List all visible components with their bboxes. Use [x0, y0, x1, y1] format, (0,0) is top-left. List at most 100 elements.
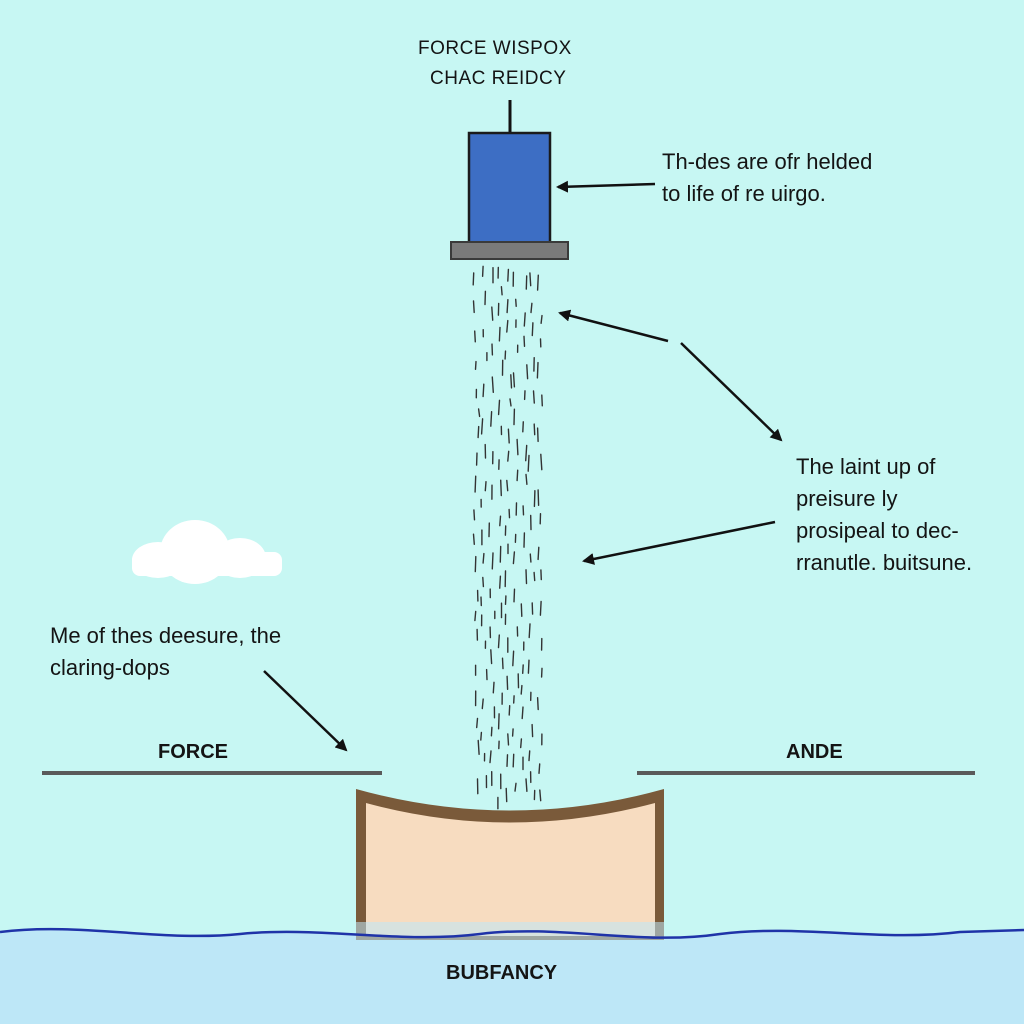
droplet — [491, 552, 494, 570]
arrow-to-middle-note — [680, 342, 783, 442]
annotation-left: Me of thes deesure, the claring-dops — [50, 620, 281, 684]
droplet — [515, 298, 517, 307]
droplet — [512, 551, 516, 565]
droplet — [536, 361, 539, 379]
droplet — [507, 268, 510, 282]
annotation-middle-right: The laint up of preisure ly prosipeal to… — [796, 451, 972, 579]
droplet — [474, 610, 477, 622]
droplet — [526, 364, 529, 380]
droplet — [541, 394, 543, 407]
droplet — [509, 398, 512, 407]
droplet — [512, 753, 515, 768]
droplet — [531, 723, 534, 738]
droplet — [491, 306, 494, 321]
droplet — [506, 754, 509, 767]
nozzle-plate — [450, 241, 569, 260]
falling-droplets — [472, 265, 543, 810]
droplet — [474, 360, 477, 370]
droplet — [510, 374, 513, 389]
droplet — [527, 454, 530, 472]
droplet — [523, 312, 526, 327]
droplet — [511, 728, 514, 737]
droplet — [507, 428, 510, 444]
droplet — [529, 553, 532, 563]
droplet — [527, 659, 530, 674]
droplet — [474, 475, 477, 493]
annotation-middle-right-line: rranutle. buitsune. — [796, 550, 973, 575]
annotation-top-right: Th-des are ofr helded to life of re uirg… — [662, 146, 872, 210]
droplet — [531, 322, 534, 337]
droplet — [480, 418, 484, 435]
bottom-label: BUBFANCY — [446, 962, 558, 984]
droplet — [497, 399, 501, 416]
droplet — [539, 600, 542, 616]
annotation-left-line: claring-dops — [50, 655, 170, 680]
left-ledge-label: FORCE — [158, 741, 228, 763]
arrow-to-spray-middle — [582, 520, 776, 565]
droplet — [480, 731, 483, 741]
droplet — [476, 717, 479, 729]
droplet — [501, 657, 504, 670]
droplet — [472, 272, 475, 286]
droplet — [513, 588, 516, 603]
droplet — [497, 713, 500, 730]
droplet — [520, 738, 523, 749]
droplet — [505, 787, 508, 803]
droplet — [525, 444, 528, 462]
droplet — [537, 489, 540, 506]
droplet — [520, 684, 523, 695]
droplet — [481, 265, 484, 277]
droplet — [499, 575, 502, 589]
annotation-top-right-line: Th-des are ofr helded — [662, 149, 873, 174]
droplet — [533, 490, 536, 508]
droplet — [477, 408, 481, 418]
droplet — [516, 438, 519, 456]
droplet — [473, 509, 476, 521]
droplet — [506, 479, 509, 492]
droplet — [507, 450, 510, 462]
nozzle-body — [467, 131, 552, 245]
droplet — [490, 649, 493, 665]
droplet — [520, 603, 523, 617]
droplet — [499, 515, 502, 527]
droplet — [512, 372, 516, 388]
droplet — [536, 427, 539, 443]
droplet — [533, 423, 536, 436]
droplet — [498, 326, 501, 342]
droplet — [477, 739, 480, 755]
droplet — [472, 533, 475, 545]
droplet — [482, 383, 485, 398]
droplet — [536, 697, 539, 711]
droplet — [492, 681, 495, 694]
water-surface-line — [0, 927, 1024, 939]
right-ledge-label: ANDE — [786, 741, 843, 763]
droplet — [474, 555, 477, 573]
droplet — [506, 299, 509, 314]
droplet — [529, 272, 532, 287]
droplet — [528, 623, 531, 639]
droplet — [474, 330, 476, 343]
droplet — [500, 286, 503, 296]
annotation-middle-right-line: prosipeal to dec- — [796, 518, 959, 543]
diagram-title-line-2: CHAC REIDCY — [430, 68, 567, 89]
droplet — [484, 481, 487, 492]
arrow-to-basin — [263, 670, 348, 752]
droplet — [516, 469, 519, 482]
droplet — [540, 453, 543, 471]
droplet — [482, 576, 485, 588]
droplet — [500, 479, 502, 497]
droplet — [521, 706, 524, 720]
annotation-middle-right-line: preisure ly — [796, 486, 898, 511]
droplet — [472, 300, 475, 314]
droplet — [491, 376, 494, 393]
droplet — [536, 274, 539, 291]
cloud — [132, 520, 282, 584]
droplet — [540, 314, 543, 324]
droplet — [490, 411, 493, 427]
droplet — [533, 571, 536, 582]
droplet — [523, 335, 526, 347]
droplet — [506, 319, 509, 333]
droplet — [537, 546, 540, 561]
droplet — [525, 473, 528, 485]
droplet — [477, 425, 480, 439]
